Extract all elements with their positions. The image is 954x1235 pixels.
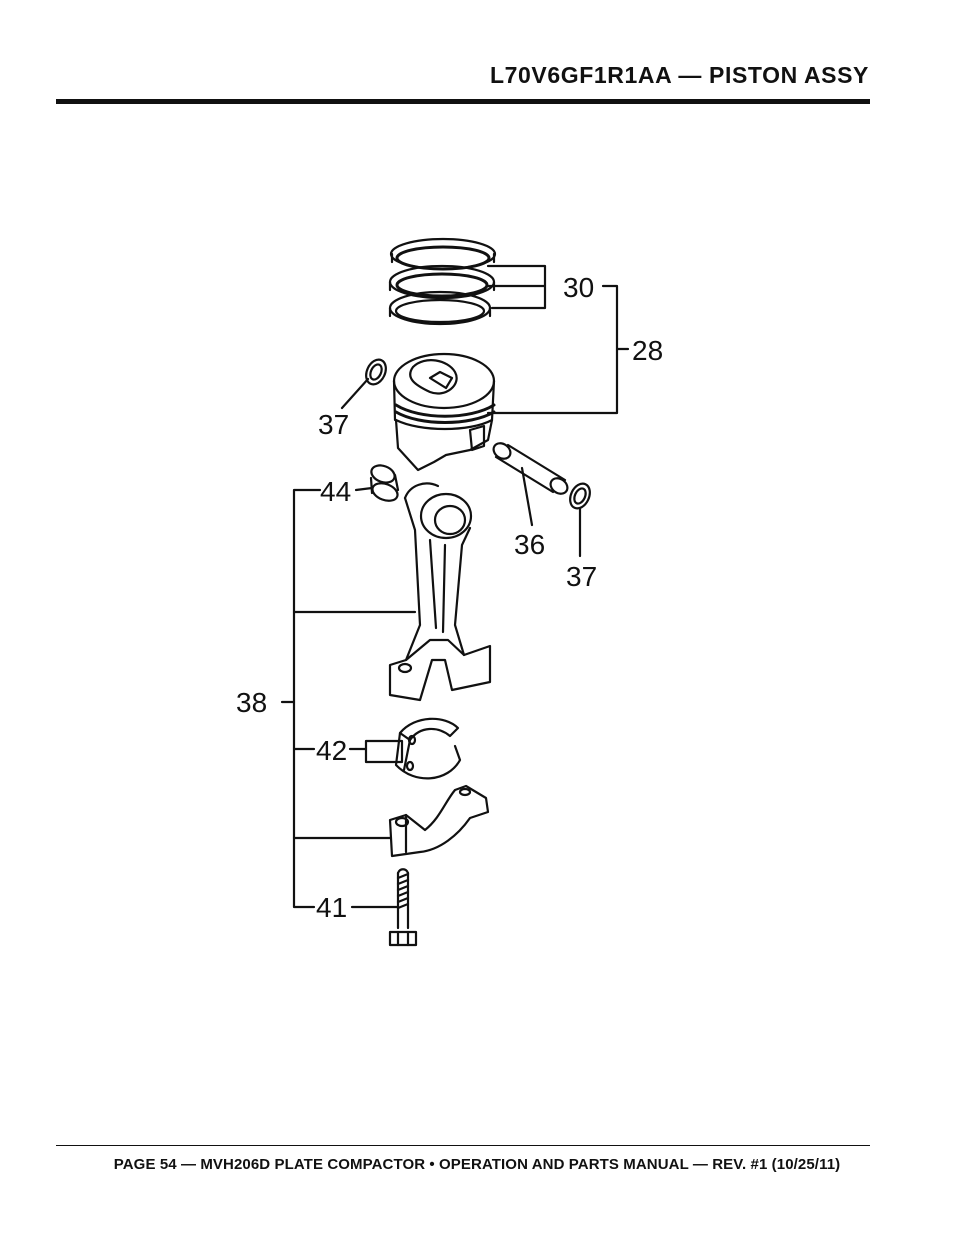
connecting-rod-drawing [388, 482, 492, 702]
callout-bushing: 44 [320, 476, 351, 507]
piston-pin-drawing [492, 442, 569, 495]
clip-right-drawing [569, 482, 591, 510]
callout-piston-pin: 36 [514, 529, 545, 560]
leader-bushing [354, 486, 374, 492]
leader-piston-assy [486, 284, 630, 415]
footer-rule [56, 1145, 870, 1146]
callout-clip-right: 37 [566, 561, 597, 592]
bearing-pointer [364, 739, 404, 764]
bushing-drawing [369, 464, 400, 502]
leader-piston-pin [520, 466, 534, 527]
piston-drawing [392, 352, 496, 472]
callout-clip-left: 37 [318, 409, 349, 440]
callout-piston-assy: 28 [632, 335, 663, 366]
page-title: L70V6GF1R1AA — PISTON ASSY [489, 62, 869, 88]
page-footer: PAGE 54 — MVH206D PLATE COMPACTOR • OPER… [113, 1156, 841, 1173]
rod-cap-drawing [388, 784, 490, 858]
bearing-drawing [394, 717, 462, 780]
callout-bearing: 42 [316, 735, 347, 766]
callout-piston-rings: 30 [563, 272, 594, 303]
bracket-rod-assy [292, 488, 322, 909]
clip-left-drawing [365, 358, 387, 386]
callout-connecting-rod-assy: 38 [236, 687, 267, 718]
leader-rings [486, 264, 547, 310]
callout-bolt: 41 [316, 892, 347, 923]
leader-clip-left [340, 377, 370, 410]
title-rule [56, 99, 870, 104]
piston-rings-drawing [388, 237, 497, 326]
bolt-drawing [388, 868, 418, 947]
